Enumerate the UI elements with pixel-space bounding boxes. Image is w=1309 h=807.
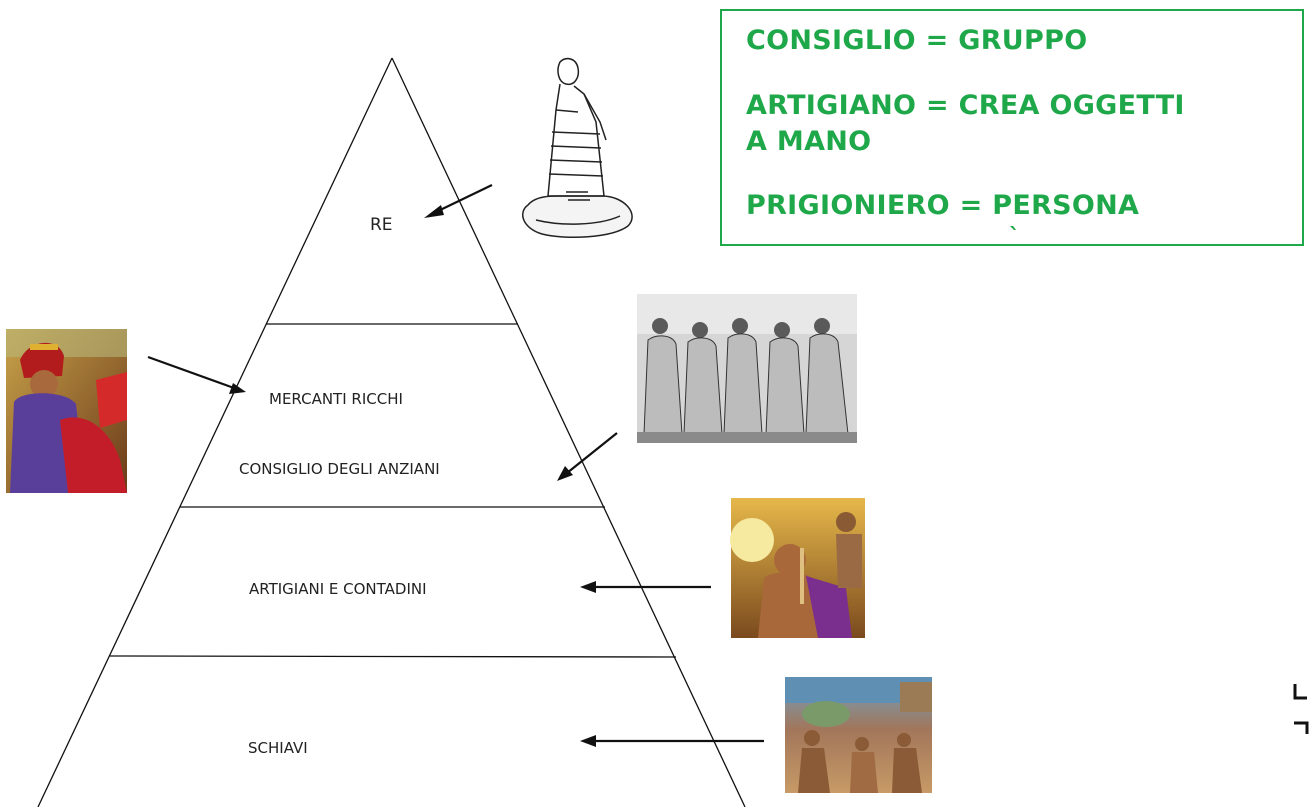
king-image	[522, 57, 633, 238]
level-label-consiglio: CONSIGLIO DEGLI ANZIANI	[239, 460, 440, 478]
glossary-box: CONSIGLIO = GRUPPO ARTIGIANO = CREA OGGE…	[720, 9, 1304, 246]
glossary-accent-mark: `	[1009, 225, 1020, 246]
arrow-artisan	[580, 581, 711, 593]
level-label-re: RE	[370, 215, 393, 235]
glossary-line-a-mano: A MANO	[746, 126, 872, 157]
pyramid-outline	[37, 57, 746, 807]
arrow-elders	[557, 432, 618, 481]
glossary-line-prigioniero: PRIGIONIERO = PERSONA	[746, 190, 1140, 221]
glossary-line-consiglio: CONSIGLIO = GRUPPO	[746, 25, 1088, 56]
elders-image	[637, 294, 857, 443]
arrow-king	[424, 184, 493, 218]
merchant-image	[6, 329, 127, 493]
slaves-image	[785, 677, 932, 793]
level-label-schiavi: SCHIAVI	[248, 739, 308, 757]
glossary-line-artigiano: ARTIGIANO = CREA OGGETTI	[746, 90, 1185, 121]
arrow-slaves	[580, 735, 764, 747]
corner-hook-icon	[1292, 720, 1309, 736]
level-label-artigiani: ARTIGIANI E CONTADINI	[249, 580, 427, 598]
arrow-merchant	[147, 355, 246, 394]
corner-bracket-icon	[1292, 682, 1309, 702]
level-label-mercanti: MERCANTI RICCHI	[269, 390, 403, 408]
artisan-image	[730, 498, 865, 638]
